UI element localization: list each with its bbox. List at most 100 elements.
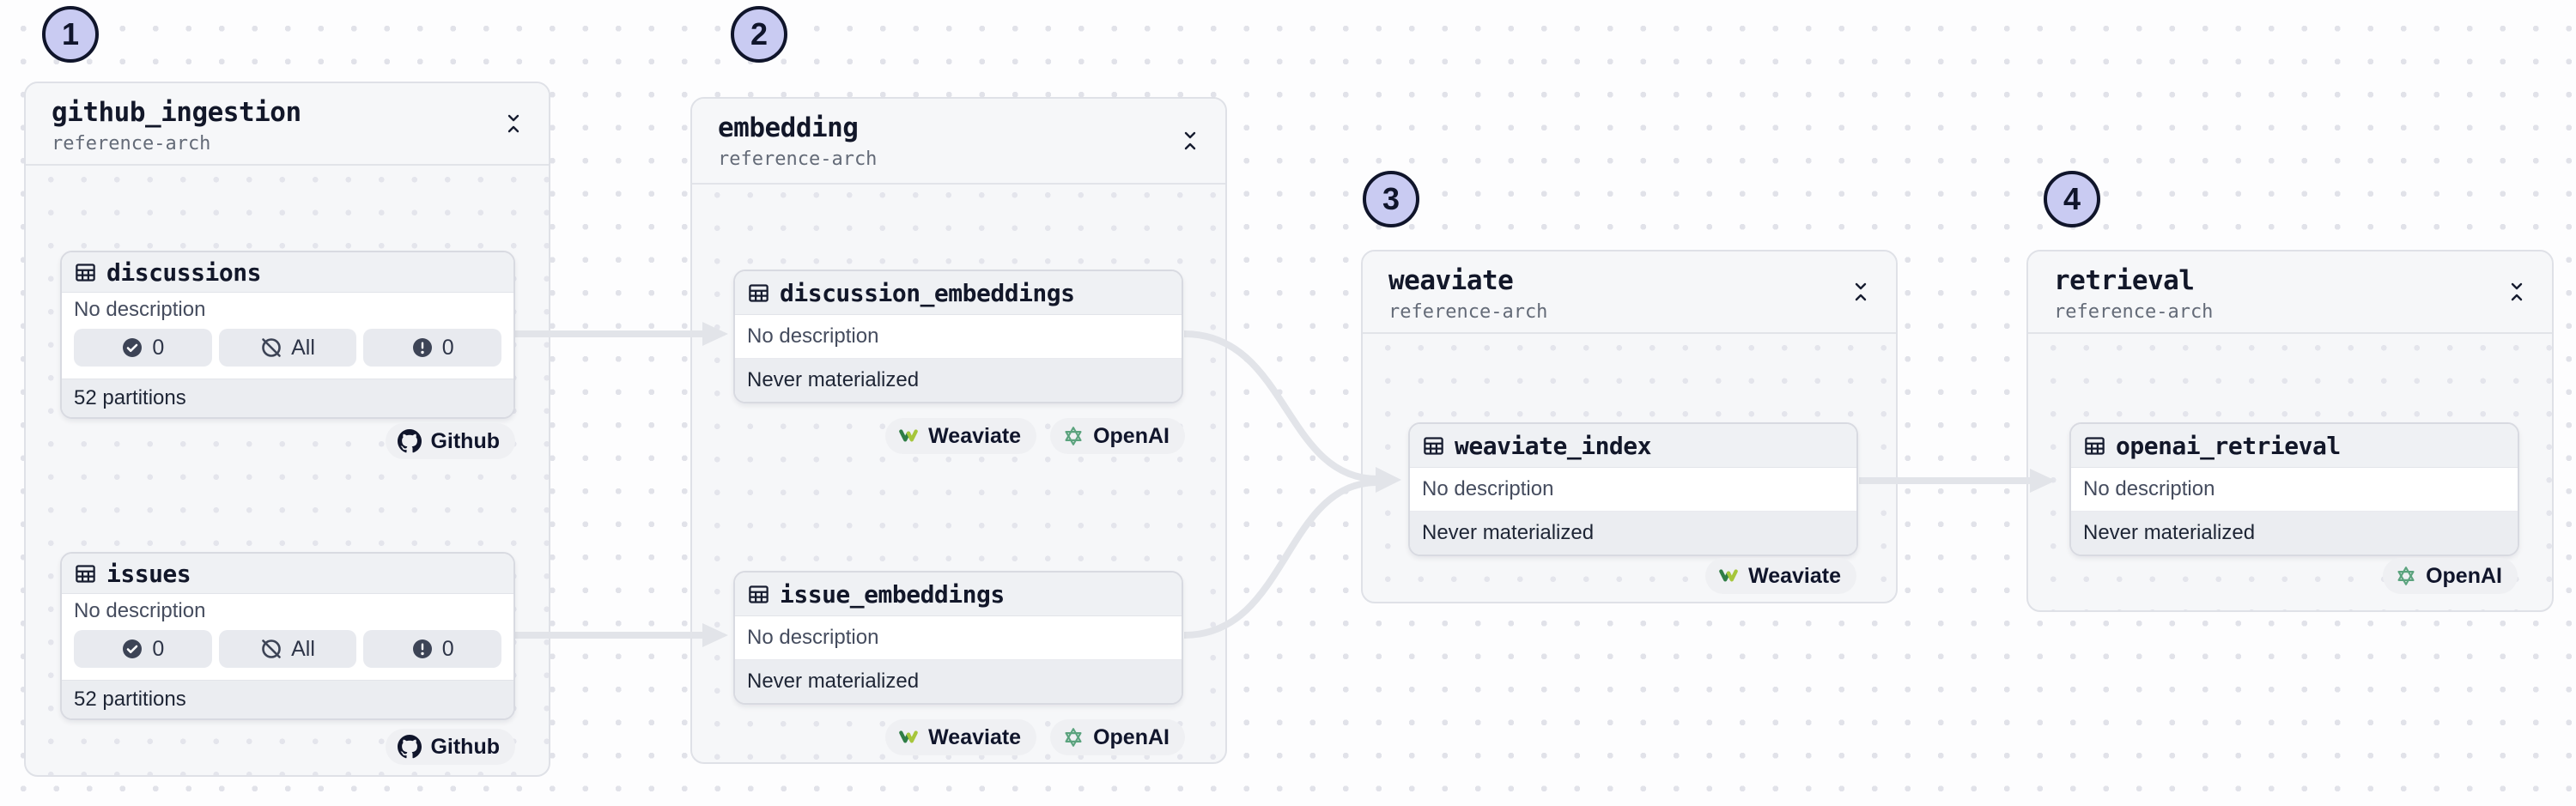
openai-icon bbox=[1062, 726, 1084, 748]
asset-description: No description bbox=[1410, 468, 1856, 512]
step-badge-label: 3 bbox=[1382, 181, 1400, 216]
collapse-icon bbox=[1182, 130, 1199, 152]
asset-node-discussions[interactable]: discussions No description 0 All 0 bbox=[60, 251, 515, 419]
group-header: embedding reference-arch bbox=[692, 99, 1225, 185]
tag-label: OpenAI bbox=[1093, 423, 1170, 448]
weaviate-icon bbox=[1717, 565, 1740, 587]
group-header: github_ingestion reference-arch bbox=[26, 83, 549, 166]
kind-tag-weaviate[interactable]: Weaviate bbox=[885, 719, 1037, 755]
github-icon bbox=[398, 735, 422, 759]
failed-partitions-pill[interactable]: 0 bbox=[363, 329, 502, 367]
asset-name: weaviate_index bbox=[1455, 431, 1652, 460]
asset-status-pills: 0 All 0 bbox=[62, 327, 513, 379]
collapse-icon bbox=[1852, 281, 1869, 303]
pill-label: All bbox=[291, 636, 315, 661]
asset-status-pills: 0 All 0 bbox=[62, 628, 513, 680]
asset-node-discussion-embeddings[interactable]: discussion_embeddings No description Nev… bbox=[733, 270, 1183, 403]
table-icon bbox=[74, 261, 97, 284]
asset-materialization-status: Never materialized bbox=[1410, 512, 1856, 555]
collapse-group-button[interactable] bbox=[1177, 128, 1203, 154]
group-title: github_ingestion bbox=[52, 97, 301, 128]
asset-description: No description bbox=[62, 594, 513, 628]
step-badge-1: 1 bbox=[42, 6, 99, 63]
asset-name: discussions bbox=[106, 258, 261, 287]
group-subtitle: reference-arch bbox=[718, 148, 878, 170]
group-subtitle: reference-arch bbox=[2054, 301, 2214, 323]
check-circle-icon bbox=[121, 336, 143, 359]
asset-node-header: issue_embeddings bbox=[735, 573, 1182, 616]
kind-tag-github[interactable]: Github bbox=[386, 423, 515, 459]
group-title: embedding bbox=[718, 112, 859, 143]
alert-circle-icon bbox=[411, 336, 434, 359]
step-badge-4: 4 bbox=[2044, 171, 2100, 227]
collapse-icon bbox=[2508, 281, 2525, 303]
tag-label: Github bbox=[430, 428, 500, 453]
asset-node-header: discussion_embeddings bbox=[735, 271, 1182, 315]
asset-materialization-status: Never materialized bbox=[735, 660, 1182, 703]
missing-partitions-pill[interactable]: All bbox=[218, 630, 357, 668]
pill-label: All bbox=[291, 335, 315, 360]
asset-name: issue_embeddings bbox=[780, 579, 1005, 609]
group-subtitle: reference-arch bbox=[1388, 301, 1548, 323]
asset-node-weaviate-index[interactable]: weaviate_index No description Never mate… bbox=[1408, 422, 1858, 556]
table-icon bbox=[747, 583, 770, 606]
tag-label: Weaviate bbox=[928, 423, 1022, 448]
kind-tag-openai[interactable]: OpenAI bbox=[1050, 719, 1185, 755]
asset-name: openai_retrieval bbox=[2116, 431, 2341, 460]
step-badge-label: 4 bbox=[2063, 181, 2081, 216]
check-circle-icon bbox=[121, 638, 143, 660]
materialized-count-pill[interactable]: 0 bbox=[74, 329, 212, 367]
asset-node-openai-retrieval[interactable]: openai_retrieval No description Never ma… bbox=[2069, 422, 2519, 556]
slash-circle-icon bbox=[260, 638, 283, 660]
table-icon bbox=[747, 282, 770, 305]
table-icon bbox=[74, 562, 97, 585]
kind-tag-weaviate[interactable]: Weaviate bbox=[885, 418, 1037, 454]
step-badge-2: 2 bbox=[731, 6, 787, 63]
pill-label: 0 bbox=[152, 636, 165, 661]
alert-circle-icon bbox=[411, 638, 434, 660]
collapse-group-button[interactable] bbox=[1848, 279, 1874, 305]
group-title: weaviate bbox=[1388, 265, 1514, 296]
kind-tag-openai[interactable]: OpenAI bbox=[2383, 558, 2518, 594]
kind-tag-openai[interactable]: OpenAI bbox=[1050, 418, 1185, 454]
asset-partitions-footer: 52 partitions bbox=[62, 680, 513, 718]
asset-materialization-status: Never materialized bbox=[735, 359, 1182, 402]
github-icon bbox=[398, 429, 422, 453]
asset-node-issue-embeddings[interactable]: issue_embeddings No description Never ma… bbox=[733, 571, 1183, 705]
tag-label: OpenAI bbox=[1093, 724, 1170, 749]
pill-label: 0 bbox=[152, 335, 165, 360]
pill-label: 0 bbox=[441, 636, 454, 661]
failed-partitions-pill[interactable]: 0 bbox=[363, 630, 502, 668]
missing-partitions-pill[interactable]: All bbox=[218, 329, 357, 367]
asset-materialization-status: Never materialized bbox=[2071, 512, 2518, 555]
weaviate-icon bbox=[897, 726, 920, 748]
materialized-count-pill[interactable]: 0 bbox=[74, 630, 212, 668]
group-header: retrieval reference-arch bbox=[2028, 251, 2552, 334]
asset-description: No description bbox=[62, 293, 513, 327]
openai-icon bbox=[1062, 425, 1084, 447]
group-subtitle: reference-arch bbox=[52, 133, 211, 155]
collapse-icon bbox=[505, 112, 522, 135]
group-title: retrieval bbox=[2054, 265, 2195, 296]
asset-node-issues[interactable]: issues No description 0 All 0 bbox=[60, 552, 515, 720]
asset-description: No description bbox=[735, 616, 1182, 660]
kind-tag-row: Weaviate OpenAI bbox=[885, 719, 1185, 755]
tag-label: Weaviate bbox=[1748, 563, 1841, 588]
collapse-group-button[interactable] bbox=[501, 111, 526, 136]
asset-name: discussion_embeddings bbox=[780, 278, 1075, 307]
table-icon bbox=[2083, 434, 2106, 458]
asset-partitions-footer: 52 partitions bbox=[62, 379, 513, 417]
tag-label: Weaviate bbox=[928, 724, 1022, 749]
kind-tag-row: Weaviate OpenAI bbox=[885, 418, 1185, 454]
pill-label: 0 bbox=[441, 335, 454, 360]
asset-description: No description bbox=[735, 315, 1182, 359]
step-badge-label: 2 bbox=[750, 16, 769, 52]
table-icon bbox=[1422, 434, 1445, 458]
asset-node-header: openai_retrieval bbox=[2071, 424, 2518, 468]
kind-tag-github[interactable]: Github bbox=[386, 729, 515, 765]
collapse-group-button[interactable] bbox=[2504, 279, 2530, 305]
asset-node-header: discussions bbox=[62, 252, 513, 293]
group-header: weaviate reference-arch bbox=[1363, 251, 1896, 334]
kind-tag-weaviate[interactable]: Weaviate bbox=[1705, 558, 1856, 594]
